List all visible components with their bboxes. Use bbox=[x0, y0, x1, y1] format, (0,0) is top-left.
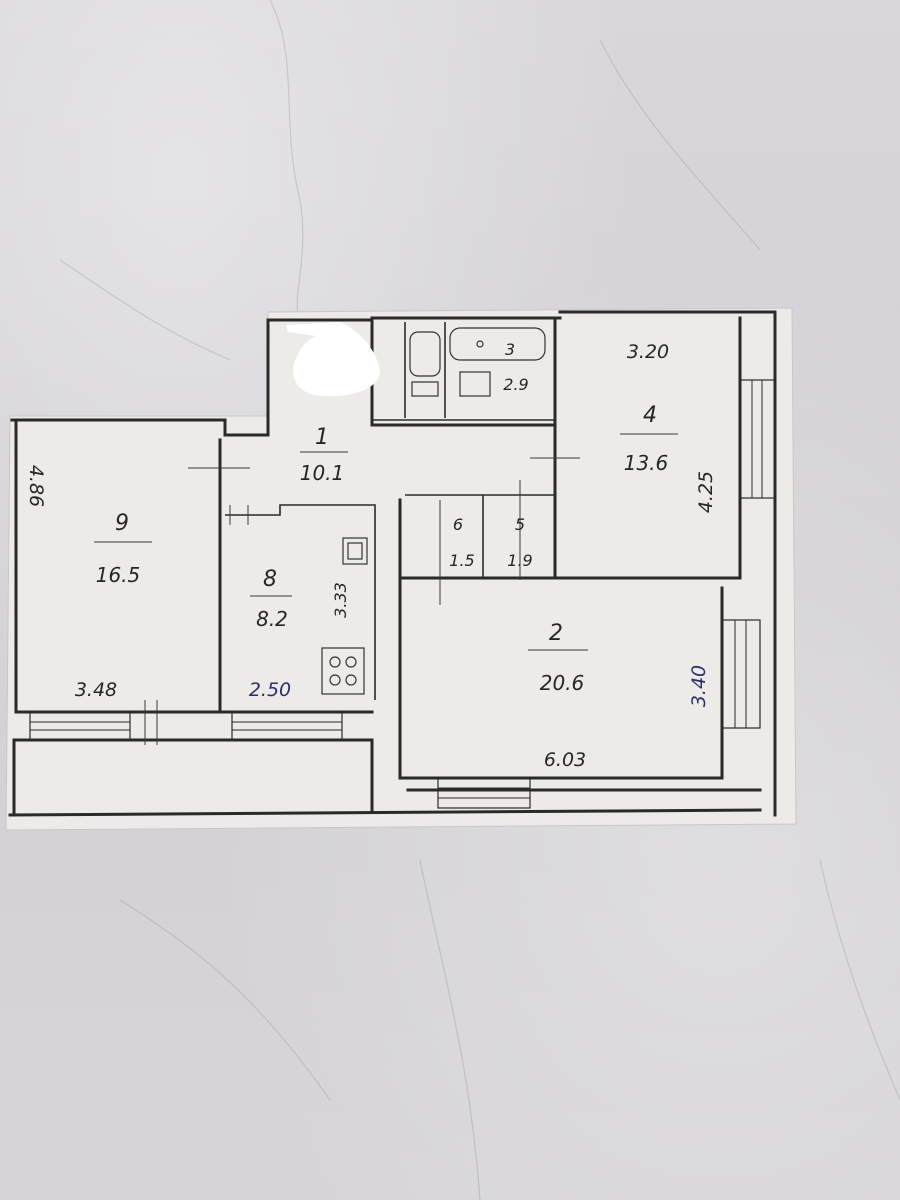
window bbox=[231, 711, 343, 741]
room-8: 8 8.2 bbox=[250, 567, 292, 631]
room-number: 6 bbox=[453, 515, 463, 534]
dimension-label: 3.40 bbox=[688, 665, 710, 707]
kitchen-sink-icon bbox=[342, 537, 368, 565]
paper-crease bbox=[59, 259, 231, 361]
room-number: 3 bbox=[505, 340, 515, 359]
window bbox=[29, 711, 131, 741]
sink-icon bbox=[459, 371, 491, 397]
room-area: 1.9 bbox=[507, 551, 532, 570]
wall bbox=[398, 498, 724, 780]
dimension-label: 4.86 bbox=[25, 465, 47, 507]
dimension-label: 3.48 bbox=[75, 679, 117, 701]
room-number: 2 bbox=[549, 621, 563, 646]
room-1: 1 10.1 bbox=[300, 425, 348, 485]
redaction-mark bbox=[286, 322, 380, 397]
stove-icon bbox=[321, 647, 365, 695]
wall bbox=[266, 318, 557, 437]
paper-crease bbox=[269, 0, 304, 321]
window bbox=[437, 777, 531, 809]
room-area: 8.2 bbox=[256, 607, 288, 631]
paper-crease bbox=[119, 899, 331, 1101]
room-area: 2.9 bbox=[503, 375, 528, 394]
paper-crease bbox=[599, 39, 761, 251]
toilet-icon bbox=[409, 331, 441, 397]
dimension-label: 3.33 bbox=[331, 582, 350, 618]
room-9: 9 16.5 bbox=[94, 511, 152, 587]
room-6: 6 1.5 bbox=[449, 515, 474, 570]
room-number: 8 bbox=[263, 567, 277, 592]
window bbox=[721, 619, 761, 729]
window bbox=[739, 379, 776, 499]
room-2: 2 20.6 bbox=[528, 621, 588, 695]
room-area: 1.5 bbox=[449, 551, 474, 570]
paper-crease bbox=[819, 859, 900, 1101]
room-number: 1 bbox=[315, 425, 329, 450]
dimension-label: 4.25 bbox=[695, 471, 717, 513]
room-5: 5 1.9 bbox=[507, 515, 532, 570]
paper-crease bbox=[419, 859, 481, 1200]
dimension-label: 6.03 bbox=[544, 749, 586, 771]
bathtub-icon bbox=[449, 327, 546, 361]
dimension-label: 2.50 bbox=[249, 679, 291, 701]
wall bbox=[225, 504, 376, 700]
dimension-label: 3.20 bbox=[627, 341, 669, 363]
room-3: 3 2.9 bbox=[503, 340, 528, 394]
room-number: 4 bbox=[643, 403, 657, 428]
room-area: 10.1 bbox=[300, 461, 345, 485]
room-area: 16.5 bbox=[96, 563, 141, 587]
room-number: 5 bbox=[515, 515, 525, 534]
room-area: 13.6 bbox=[624, 451, 669, 475]
room-number: 9 bbox=[115, 511, 129, 536]
room-4: 4 13.6 bbox=[620, 403, 678, 475]
wall bbox=[10, 418, 270, 437]
wall bbox=[8, 808, 762, 817]
room-area: 20.6 bbox=[540, 671, 585, 695]
wall bbox=[558, 310, 777, 817]
